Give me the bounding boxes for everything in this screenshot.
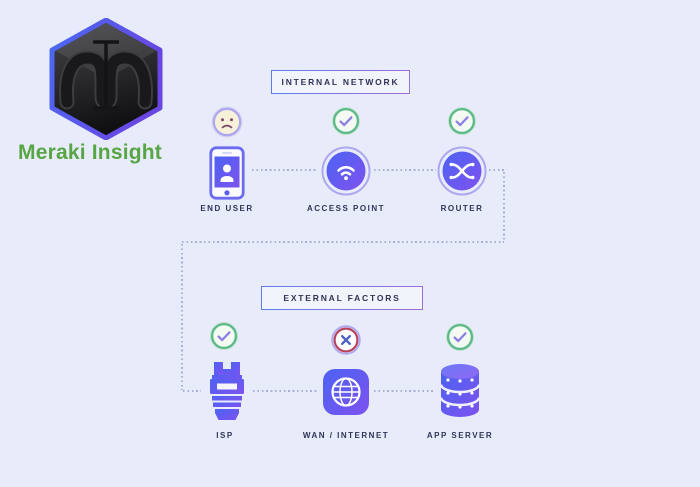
- status-check-icon: [210, 322, 238, 350]
- external-factors-box: EXTERNAL FACTORS: [261, 286, 423, 310]
- status-sad-face-icon: [211, 106, 243, 138]
- database-icon: [439, 364, 481, 417]
- node-label-router: ROUTER: [440, 204, 484, 213]
- connector-right-down: [503, 172, 505, 241]
- brand-title: Meraki Insight: [18, 141, 162, 164]
- globe-icon: [323, 369, 369, 415]
- connector-left-down: [181, 244, 183, 390]
- node-label-app-server: APP SERVER: [426, 431, 494, 440]
- external-factors-title: EXTERNAL FACTORS: [283, 293, 401, 303]
- connector-enduser-ap: [252, 169, 318, 171]
- status-error-x-icon: [331, 325, 361, 355]
- meraki-hexagon-logo: [49, 18, 163, 140]
- connector-in-isp: [183, 390, 201, 392]
- node-label-access-point: ACCESS POINT: [306, 204, 385, 213]
- node-label-wan-internet: WAN / INTERNET: [302, 431, 390, 440]
- status-check-icon: [332, 107, 360, 135]
- node-label-isp: ISP: [216, 431, 234, 440]
- connector-router-out: [489, 169, 504, 171]
- smartphone-icon: [209, 146, 245, 200]
- router-shuffle-icon: [437, 146, 487, 196]
- status-check-icon: [448, 107, 476, 135]
- ethernet-plug-icon: [210, 362, 244, 420]
- node-label-end-user: END USER: [200, 204, 254, 213]
- connector-isp-wan: [253, 390, 319, 392]
- status-check-icon: [446, 323, 474, 351]
- internal-network-box: INTERNAL NETWORK: [271, 70, 410, 94]
- wifi-access-point-icon: [321, 146, 371, 196]
- connector-ap-router: [374, 169, 436, 171]
- internal-network-title: INTERNAL NETWORK: [281, 77, 400, 87]
- connector-wan-appserver: [374, 390, 434, 392]
- connector-mid-horizontal: [182, 241, 504, 243]
